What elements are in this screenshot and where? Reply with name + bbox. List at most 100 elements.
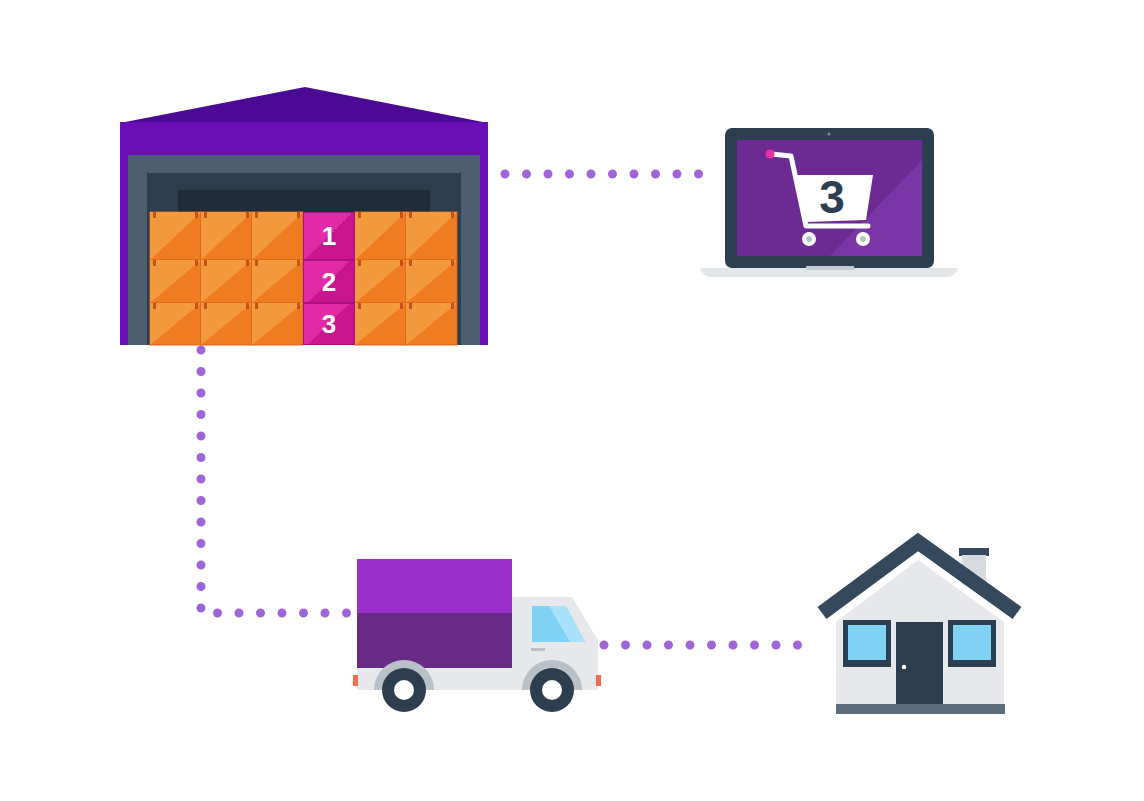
crate [355,303,406,345]
crate-tape [204,212,207,218]
dotted-line [201,350,350,613]
crate-tape [297,212,300,218]
crate [406,212,457,260]
house-window [848,625,886,660]
crate-tape [451,303,454,309]
window-shine [549,606,585,642]
crate-tape [409,303,412,309]
crate-tape [451,212,454,218]
crate-shine [201,303,252,345]
crate-tape [153,260,156,266]
crate [406,303,457,345]
warehouse-shadow [178,190,430,212]
numbered-crate: 3 [303,303,355,345]
crate-number: 1 [322,223,336,249]
laptop [700,128,958,277]
window-frame [948,620,996,667]
crate-shine [150,260,201,303]
crate-tape [204,260,207,266]
crate [355,260,406,303]
crate-shine [252,303,303,345]
crate [150,303,201,345]
crate-body [252,260,303,303]
crate-tape [358,303,361,309]
crate-tape [246,260,249,266]
crate-shine [406,303,457,345]
cart-handle [766,150,775,159]
crate-tape [153,303,156,309]
crate-tape [246,212,249,218]
cart-number: 3 [819,174,845,220]
cart-wheel-hub [860,236,866,242]
cargo-bottom [357,613,512,668]
truck [353,559,601,712]
crate-shine [150,303,201,345]
laptop-camera [828,133,831,136]
wheel-hub [394,680,414,700]
door-handle [531,648,545,651]
crate-shine [406,260,457,303]
crate-tape [195,303,198,309]
dotted-line [505,170,705,179]
tail-light [353,675,358,686]
crate-tape [255,303,258,309]
window-frame [843,620,891,667]
crate-tape [358,212,361,218]
cart-wheel [802,232,816,246]
truck-window [532,606,585,642]
numbered-crate: 2 [303,260,355,303]
crate-shine [406,212,457,260]
crate-body [355,212,406,260]
crate-tape [358,260,361,266]
door-knob [902,665,906,669]
crate [150,260,201,303]
crate-stack [150,212,457,345]
crate-body [406,212,457,260]
crate-tape [204,303,207,309]
house-base [836,704,1005,714]
head-light [596,675,601,686]
crate-shine [150,212,201,260]
cart-basket [796,175,873,222]
crate-body [201,303,252,345]
crate-tape [153,212,156,218]
crate-tape [297,260,300,266]
crate [252,212,303,260]
laptop-screen [737,140,922,256]
crate [252,303,303,345]
house-roof [822,542,1017,613]
truck-wheel [382,668,426,712]
crate-tape [400,303,403,309]
dotted-paths [201,174,800,645]
cart-icon [766,150,874,247]
crate [201,303,252,345]
chimney-cap [959,548,989,556]
laptop-notch [806,266,854,270]
crate-shine [252,260,303,303]
crate-shine [355,260,406,303]
crate-body [252,303,303,345]
crate-tape [255,212,258,218]
warehouse-wall [120,122,488,345]
warehouse-opening [147,173,461,345]
house [822,542,1017,714]
crate-body [201,260,252,303]
crate-body [201,212,252,260]
warehouse [120,87,488,345]
crate-tape [451,260,454,266]
crate-body [406,260,457,303]
crate-tape [400,212,403,218]
dotted-line [604,641,800,650]
crate-tape [409,260,412,266]
crate-shine [201,260,252,303]
crate-tape [195,212,198,218]
crate [252,260,303,303]
crate-tape [246,303,249,309]
house-window [953,625,991,660]
crate-tape [255,260,258,266]
crate-body [406,303,457,345]
crate-shine [355,212,406,260]
truck-wheel [530,668,574,712]
cart-count: 3 [800,172,864,222]
crate [201,212,252,260]
